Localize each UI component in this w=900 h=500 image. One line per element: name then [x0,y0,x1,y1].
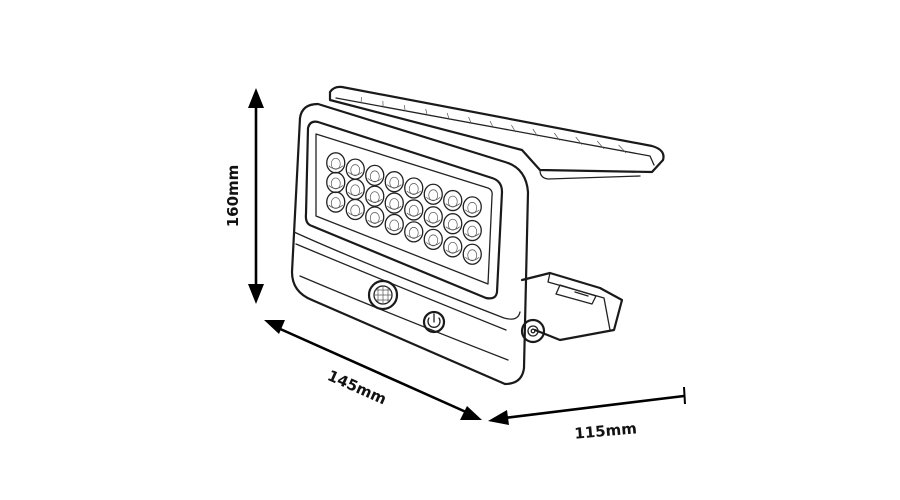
solar-cell-line [468,116,472,124]
lamp-housing [290,102,530,386]
solar-cell-line [596,140,605,149]
led-bulb [443,236,463,258]
solar-cell-line [532,128,538,137]
led-bulb [365,164,385,187]
depth-dimension: 115mm [488,386,686,443]
led-bulb [423,228,443,251]
led-bulb [345,178,365,200]
height-label: 160mm [224,165,242,228]
led-bulb [384,192,404,214]
height-dimension: 160mm [224,88,264,304]
solar-panel [328,85,665,180]
solar-cell-line [446,112,450,120]
led-bulb [443,213,463,235]
solar-cell-line [575,136,583,145]
led-bulb [404,221,424,243]
mounting-bracket [520,271,624,344]
led-bulb [384,171,404,193]
led-bulb [443,189,463,212]
led-bulb [345,158,365,180]
led-bulb [404,199,424,221]
solar-cell-line [425,108,428,116]
power-button-icon [422,310,446,334]
led-bulb [326,191,346,213]
led-bulb [345,198,365,221]
led-bulb [326,152,346,174]
solar-cell-line [554,132,560,141]
led-bulb [404,177,424,199]
led-bulb [462,196,482,218]
depth-label: 115mm [574,419,638,442]
solar-cell-line [403,104,406,112]
led-bulb [423,183,443,205]
led-bulb [365,206,385,228]
led-bulb [384,213,404,236]
led-bulb [365,185,385,207]
motion-sensor [367,279,399,311]
width-dimension: 145mm [264,320,482,420]
led-bulb [462,243,482,265]
solar-cell-line [618,144,627,154]
solar-cell-grid [360,96,627,154]
led-array [326,152,482,265]
led-bulb [423,206,443,228]
led-bulb [326,171,346,194]
solar-cell-line [511,124,516,133]
solar-cell-line [489,120,494,129]
led-bulb [462,219,482,242]
